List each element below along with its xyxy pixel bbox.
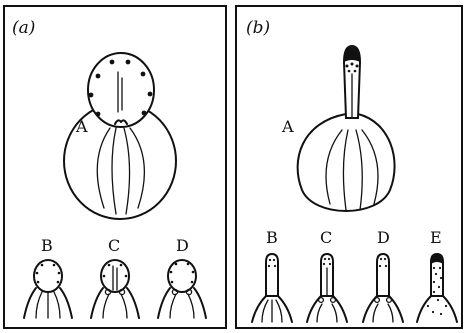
stage-c-figure (91, 260, 139, 318)
stage-label-c: C (108, 236, 120, 255)
stage-e2-figure (417, 254, 457, 322)
stage-label-d: D (176, 236, 189, 255)
main-label-b: A (281, 117, 294, 136)
stage-label-b: B (41, 236, 53, 255)
main-label-a: A (75, 117, 88, 136)
panel-a: (a) A (4, 6, 226, 328)
stage-label-d2: D (377, 228, 390, 247)
stage-label-b2: B (266, 228, 278, 247)
stage-b2-figure (252, 254, 292, 322)
cell-a-main: A (64, 53, 176, 219)
stage-d-figure (158, 260, 206, 318)
stage-c2-figure (307, 254, 347, 322)
cell-b-main: A (281, 46, 395, 211)
panel-a-label: (a) (12, 18, 35, 38)
stage-label-e2: E (430, 228, 442, 247)
stage-d2-figure (363, 254, 403, 322)
stage-label-c2: C (320, 228, 332, 247)
stage-b-figure (24, 260, 72, 318)
small-stages-b: B C D E (252, 228, 457, 322)
panel-b: (b) A B C D E (236, 6, 462, 328)
bulb-body (298, 114, 395, 211)
panel-b-label: (b) (246, 18, 270, 38)
small-stages-a: B C D (24, 236, 206, 318)
